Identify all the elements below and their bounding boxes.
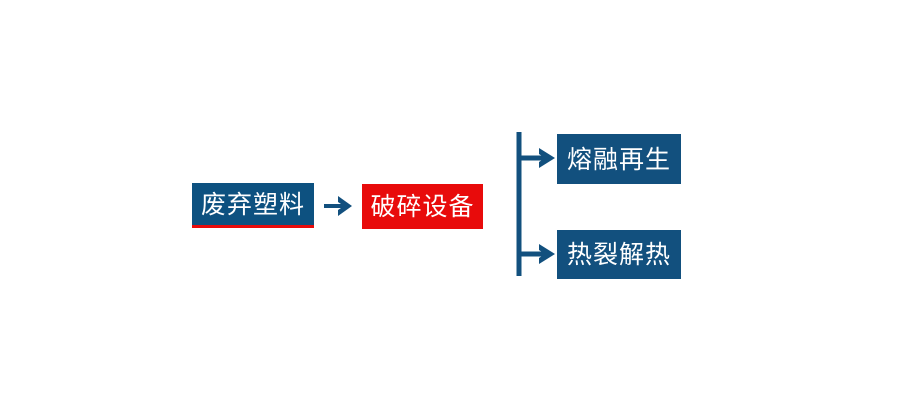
branch-connector-icon <box>505 126 563 282</box>
arrow-waste-to-crusher-icon <box>322 192 356 220</box>
node-crusher[interactable]: 破碎设备 <box>362 184 483 229</box>
node-waste-plastic[interactable]: 废弃塑料 <box>192 183 314 228</box>
node-melt-regeneration[interactable]: 熔融再生 <box>557 134 681 184</box>
node-pyrolysis[interactable]: 热裂解热 <box>557 230 681 279</box>
